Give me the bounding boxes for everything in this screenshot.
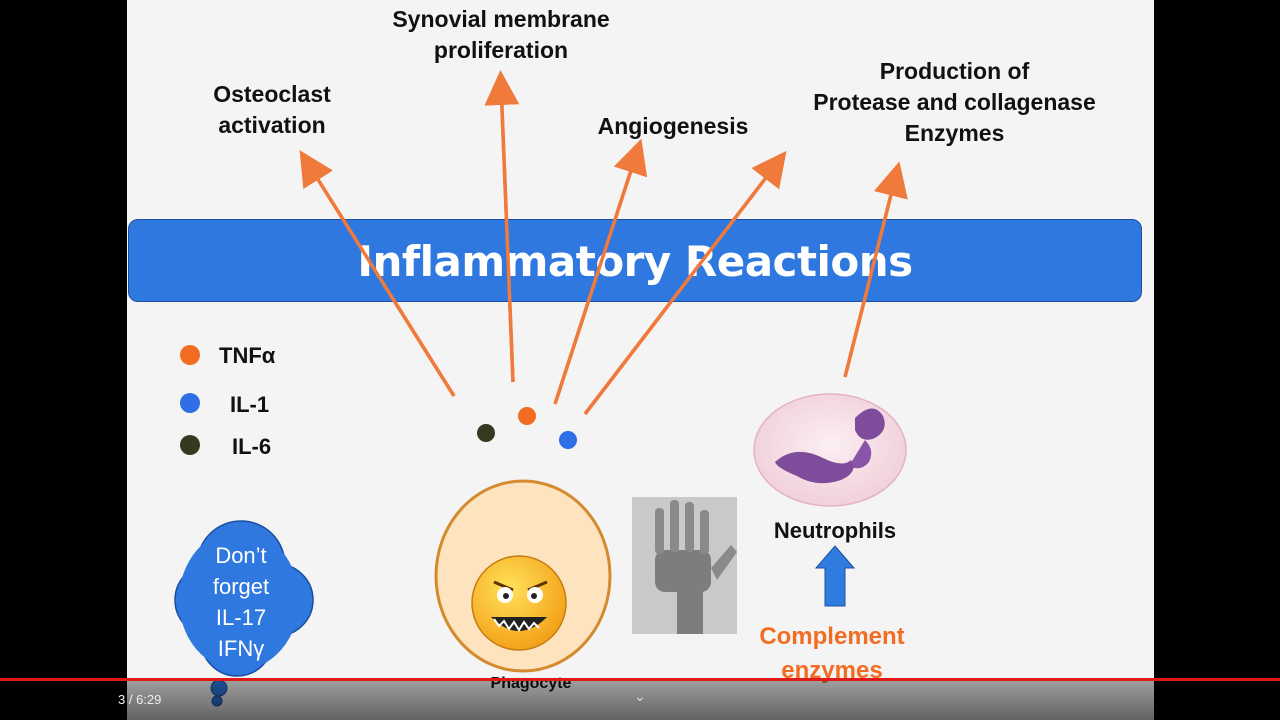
legend-dot-il6 bbox=[180, 435, 200, 455]
chevron-down-icon[interactable]: ⌄ bbox=[634, 688, 646, 705]
phagocyte-cell bbox=[436, 481, 610, 671]
label-neutrophils: Neutrophils bbox=[745, 515, 925, 546]
cytokine-il6-dot bbox=[477, 424, 495, 442]
neutrophil-cell bbox=[754, 394, 906, 506]
label-osteoclast-activation: Osteoclast activation bbox=[192, 79, 352, 141]
video-progress-bar[interactable] bbox=[0, 678, 1280, 681]
legend-label-il1: IL-1 bbox=[230, 392, 269, 418]
hand-xray-image bbox=[632, 497, 737, 634]
cloud-note-text: Don’t forget IL-17 IFNγ bbox=[181, 540, 301, 664]
up-arrow bbox=[816, 546, 854, 606]
inflammatory-reactions-banner: Inflammatory Reactions bbox=[128, 219, 1142, 302]
label-synovial-membrane: Synovial membrane proliferation bbox=[361, 4, 641, 66]
legend-dot-il1 bbox=[180, 393, 200, 413]
banner-title: Inflammatory Reactions bbox=[129, 220, 1141, 301]
video-time-readout: 3 / 6:29 bbox=[118, 692, 161, 707]
label-angiogenesis: Angiogenesis bbox=[573, 111, 773, 142]
cytokine-tnf-dot bbox=[518, 407, 536, 425]
legend-label-tnf: TNFα bbox=[219, 343, 275, 369]
slide: Osteoclast activation Synovial membrane … bbox=[127, 0, 1154, 720]
legend-dot-tnf bbox=[180, 345, 200, 365]
cytokine-il1-dot bbox=[559, 431, 577, 449]
legend-label-il6: IL-6 bbox=[232, 434, 271, 460]
label-production-of-enzymes: Production of Protease and collagenase E… bbox=[782, 56, 1127, 149]
